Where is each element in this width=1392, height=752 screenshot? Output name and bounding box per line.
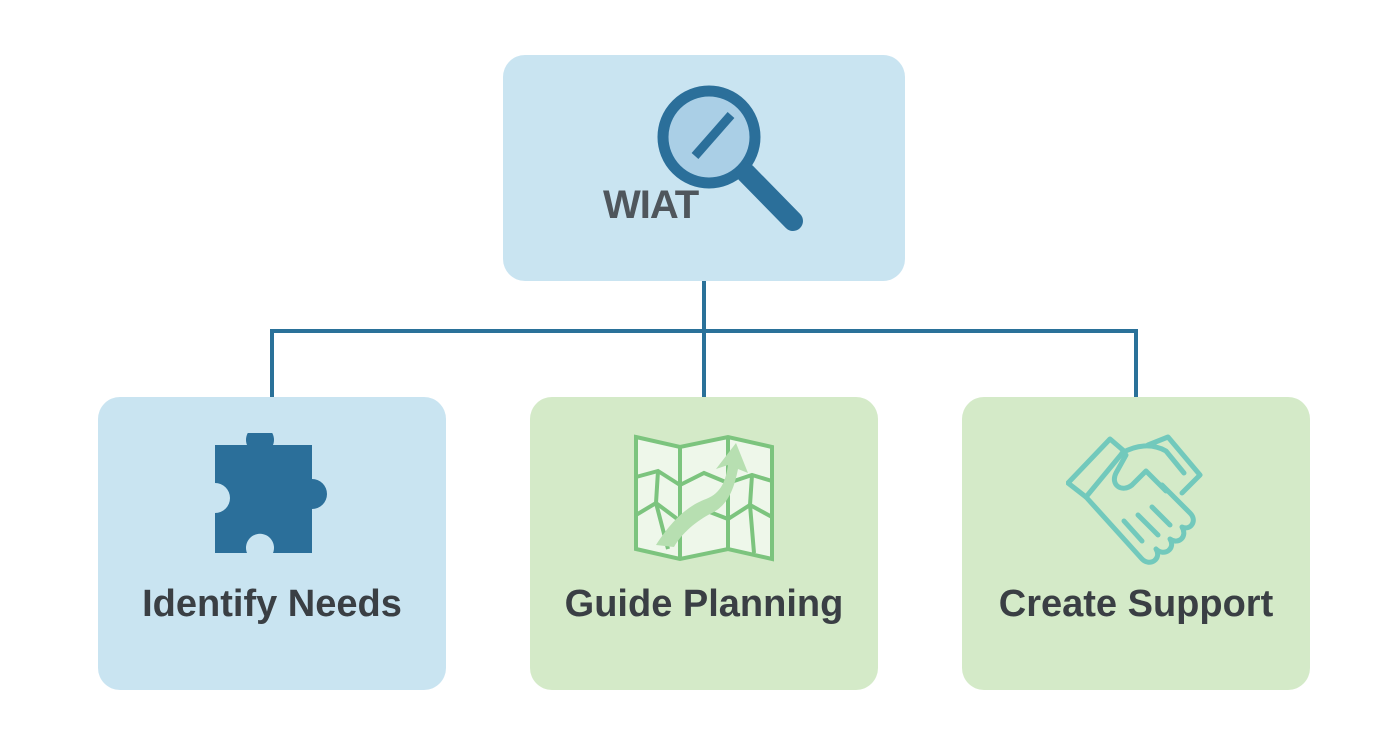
- magnifying-glass-icon: [657, 85, 803, 231]
- node-label: Create Support: [998, 583, 1274, 625]
- handshake-icon: [1066, 434, 1203, 565]
- root-node: WIAT: [503, 55, 905, 281]
- node-identify-needs: Identify Needs: [98, 397, 446, 690]
- root-title: WIAT: [603, 183, 699, 227]
- node-label: Identify Needs: [142, 583, 402, 625]
- folded-map-icon: [634, 434, 774, 562]
- node-guide-planning: Guide Planning: [530, 397, 878, 690]
- puzzle-piece-icon: [215, 433, 327, 553]
- node-create-support: Create Support: [962, 397, 1310, 690]
- node-label: Guide Planning: [564, 583, 844, 625]
